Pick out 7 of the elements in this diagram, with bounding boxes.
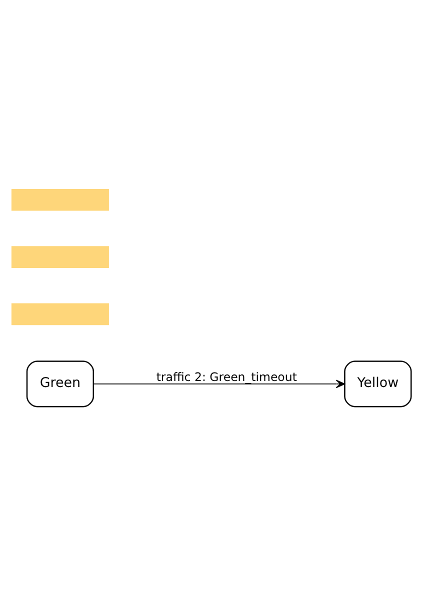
node-box: Yellow (344, 360, 412, 408)
node-bar (11, 188, 109, 211)
edge-label: traffic 2: Green_timeout (156, 370, 297, 384)
arrow (93, 380, 346, 388)
node-box: Green (26, 360, 94, 408)
node-bar (11, 303, 109, 326)
node-bar (11, 246, 109, 268)
